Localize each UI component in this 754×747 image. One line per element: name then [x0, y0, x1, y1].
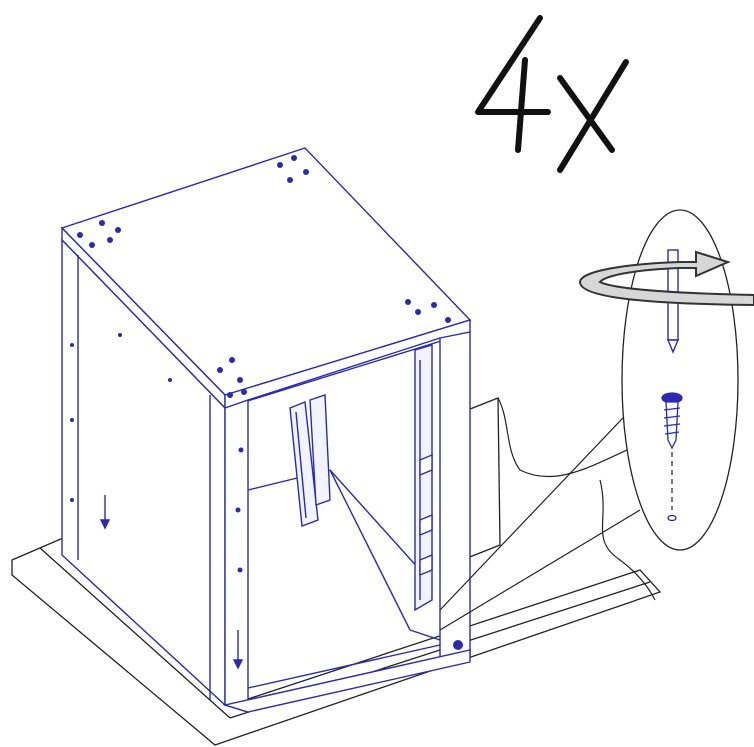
callout-leaders — [439, 397, 656, 631]
quantity-label-art — [475, 15, 629, 173]
clockwise-rotation-arrow-icon — [578, 250, 754, 307]
mounting-holes — [70, 155, 463, 650]
quantity-label: 4X — [470, 0, 676, 150]
cabinet — [60, 147, 472, 713]
screw-icon — [661, 392, 683, 450]
